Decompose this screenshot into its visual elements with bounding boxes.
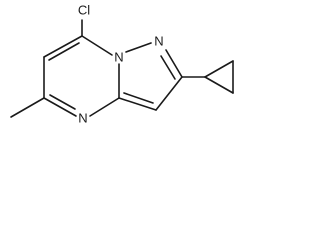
atom-label-n4: N bbox=[78, 111, 87, 126]
atom-label-cl: Cl bbox=[78, 3, 90, 18]
bond-cyclopropyl-b bbox=[204, 76, 234, 94]
bond-c5-methyl bbox=[10, 97, 45, 118]
bond-c3-c3a-inner bbox=[123, 92, 154, 104]
atom-label-n1: N bbox=[154, 34, 163, 49]
bond-c5-n4-inner bbox=[49, 94, 76, 110]
bond-c2-c3 bbox=[155, 76, 183, 111]
bond-cyclopropyl-a bbox=[204, 60, 234, 78]
molecule-drawing: Cl N N N bbox=[10, 3, 234, 126]
bond-c5-n4 bbox=[43, 97, 77, 117]
bond-c3-c3a bbox=[118, 97, 157, 111]
bond-n7a-c7 bbox=[81, 35, 113, 56]
bond-n1-c2-inner bbox=[160, 55, 176, 80]
bond-n7a-n1 bbox=[125, 42, 152, 53]
bond-n1-c2 bbox=[165, 49, 183, 78]
bond-c7-c6 bbox=[43, 35, 83, 58]
bond-c7-c6-inner bbox=[48, 42, 80, 61]
atom-label-n7a: N bbox=[114, 50, 123, 65]
structure-canvas: Cl N N N bbox=[0, 0, 248, 138]
bond-n4-c3a bbox=[89, 97, 120, 117]
